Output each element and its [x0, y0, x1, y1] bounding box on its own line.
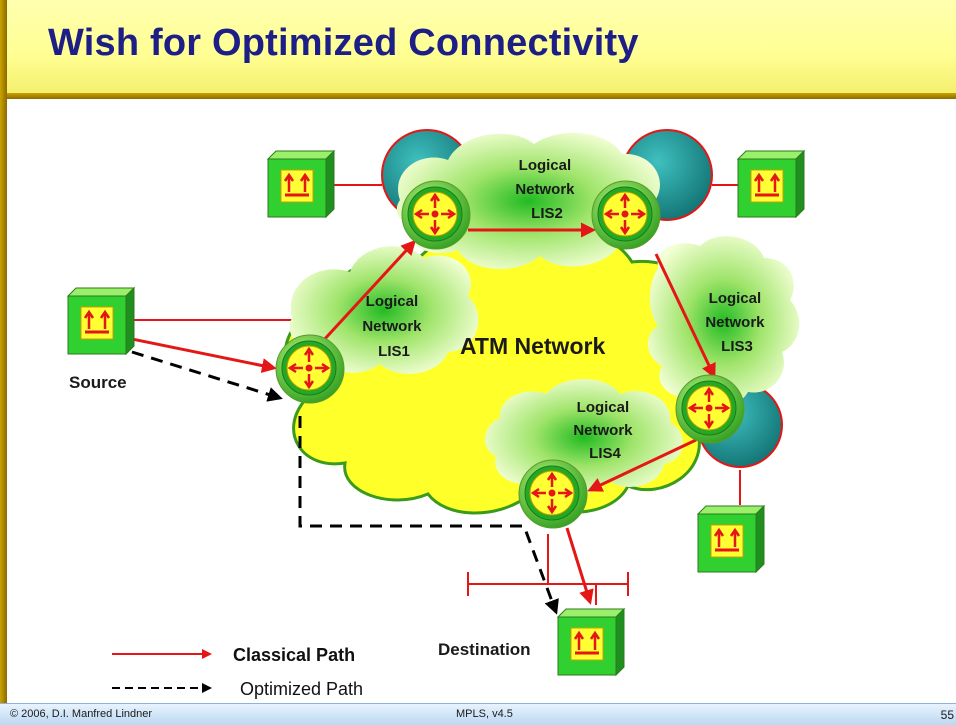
lis2-label: Logical Network LIS2: [515, 157, 578, 222]
footer: © 2006, D.I. Manfred Lindner MPLS, v4.5 …: [0, 703, 956, 725]
footer-page-number: 55: [940, 708, 954, 722]
router-icon-lis1: [274, 333, 346, 405]
atm-network-label: ATM Network: [460, 333, 605, 359]
lis3-label: Logical Network LIS3: [705, 290, 768, 355]
host-icon-bottom-right: [696, 504, 766, 574]
router-icon-lis4: [517, 458, 589, 530]
footer-course: MPLS, v4.5: [456, 708, 513, 720]
title-rule: [0, 93, 956, 99]
host-icon-top-right: [736, 149, 806, 219]
lis1-cloud: [289, 246, 479, 374]
router-icon-lis2-lis3: [590, 179, 662, 251]
router-icon-lis3-lis4: [674, 373, 746, 445]
lis3-cloud: [647, 236, 800, 408]
footer-copyright: © 2006, D.I. Manfred Lindner: [10, 708, 153, 720]
lis1-label: Logical Network LIS1: [362, 293, 425, 360]
legend-classical-label: Classical Path: [233, 645, 355, 665]
optimized-path: [131, 350, 559, 615]
host-icon-top-left: [266, 149, 336, 219]
source-label: Source: [69, 373, 127, 392]
left-frame-bar: [0, 0, 7, 725]
legend: Classical Path Optimized Path: [112, 645, 363, 699]
legend-optimized-label: Optimized Path: [240, 679, 363, 699]
router-icon-lis1-lis2: [400, 179, 472, 251]
source-host-icon: [66, 286, 136, 356]
destination-lan: [467, 534, 629, 605]
slide-title: Wish for Optimized Connectivity: [48, 22, 639, 64]
destination-label: Destination: [438, 640, 531, 659]
title-bar: Wish for Optimized Connectivity: [0, 0, 956, 97]
classical-path: [121, 222, 716, 605]
destination-host-icon: [556, 607, 626, 677]
lis4-label: Logical Network LIS4: [573, 399, 636, 462]
